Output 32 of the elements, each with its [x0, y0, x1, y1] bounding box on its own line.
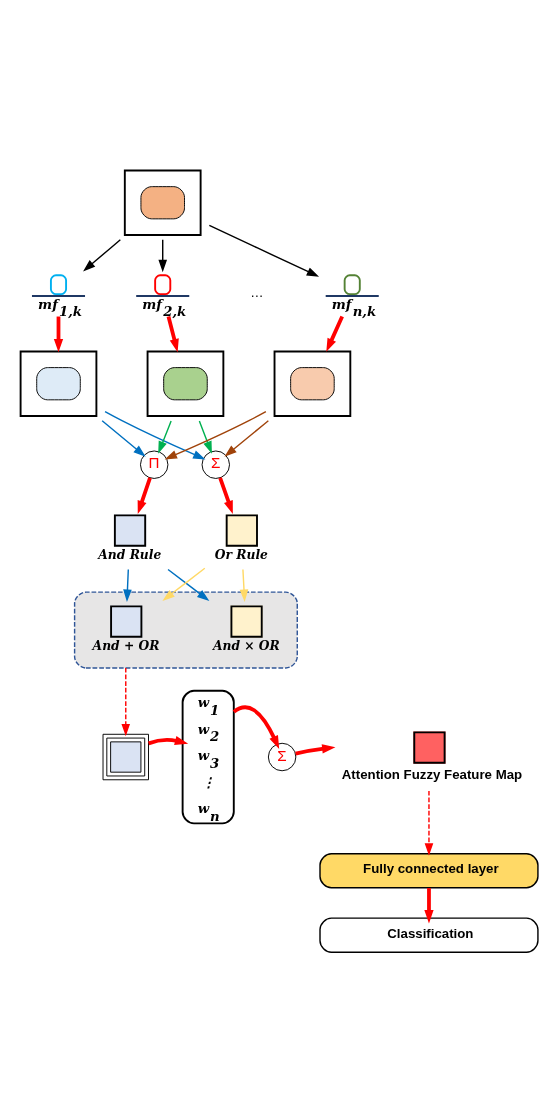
- node-label: And × OR: [212, 637, 280, 653]
- node-label: Attention Fuzzy Feature Map: [341, 766, 523, 782]
- arrow: [123, 568, 132, 602]
- arrow: [224, 419, 270, 457]
- arrow: [53, 316, 64, 352]
- arrow: [104, 410, 206, 459]
- arrow: [208, 224, 320, 277]
- node-label: And Rule: [98, 546, 162, 562]
- arrow: [121, 666, 131, 736]
- node-circle: Π: [140, 450, 169, 479]
- node-label: Or Rule: [214, 546, 268, 562]
- arrow: [101, 419, 146, 457]
- node-label: And + OR: [92, 637, 160, 653]
- arrow: [158, 238, 168, 272]
- arrow: [424, 789, 434, 856]
- label: …: [250, 284, 264, 300]
- arrow: [166, 315, 179, 352]
- arrow: [424, 887, 434, 923]
- arrow: [218, 476, 233, 514]
- node-box: Fully connected layer: [319, 852, 539, 888]
- arrow: [326, 315, 344, 352]
- arrow: [198, 419, 212, 454]
- arrow: [164, 410, 267, 459]
- arrow: [239, 568, 249, 602]
- arrow: [158, 419, 172, 454]
- arrow: [83, 238, 122, 271]
- node-box: Classification: [319, 916, 539, 953]
- node-circle: Σ: [201, 450, 230, 479]
- arrow: [295, 743, 336, 755]
- arrow: [137, 476, 152, 514]
- arrow: [148, 735, 189, 745]
- node-circle: Σ: [267, 742, 297, 771]
